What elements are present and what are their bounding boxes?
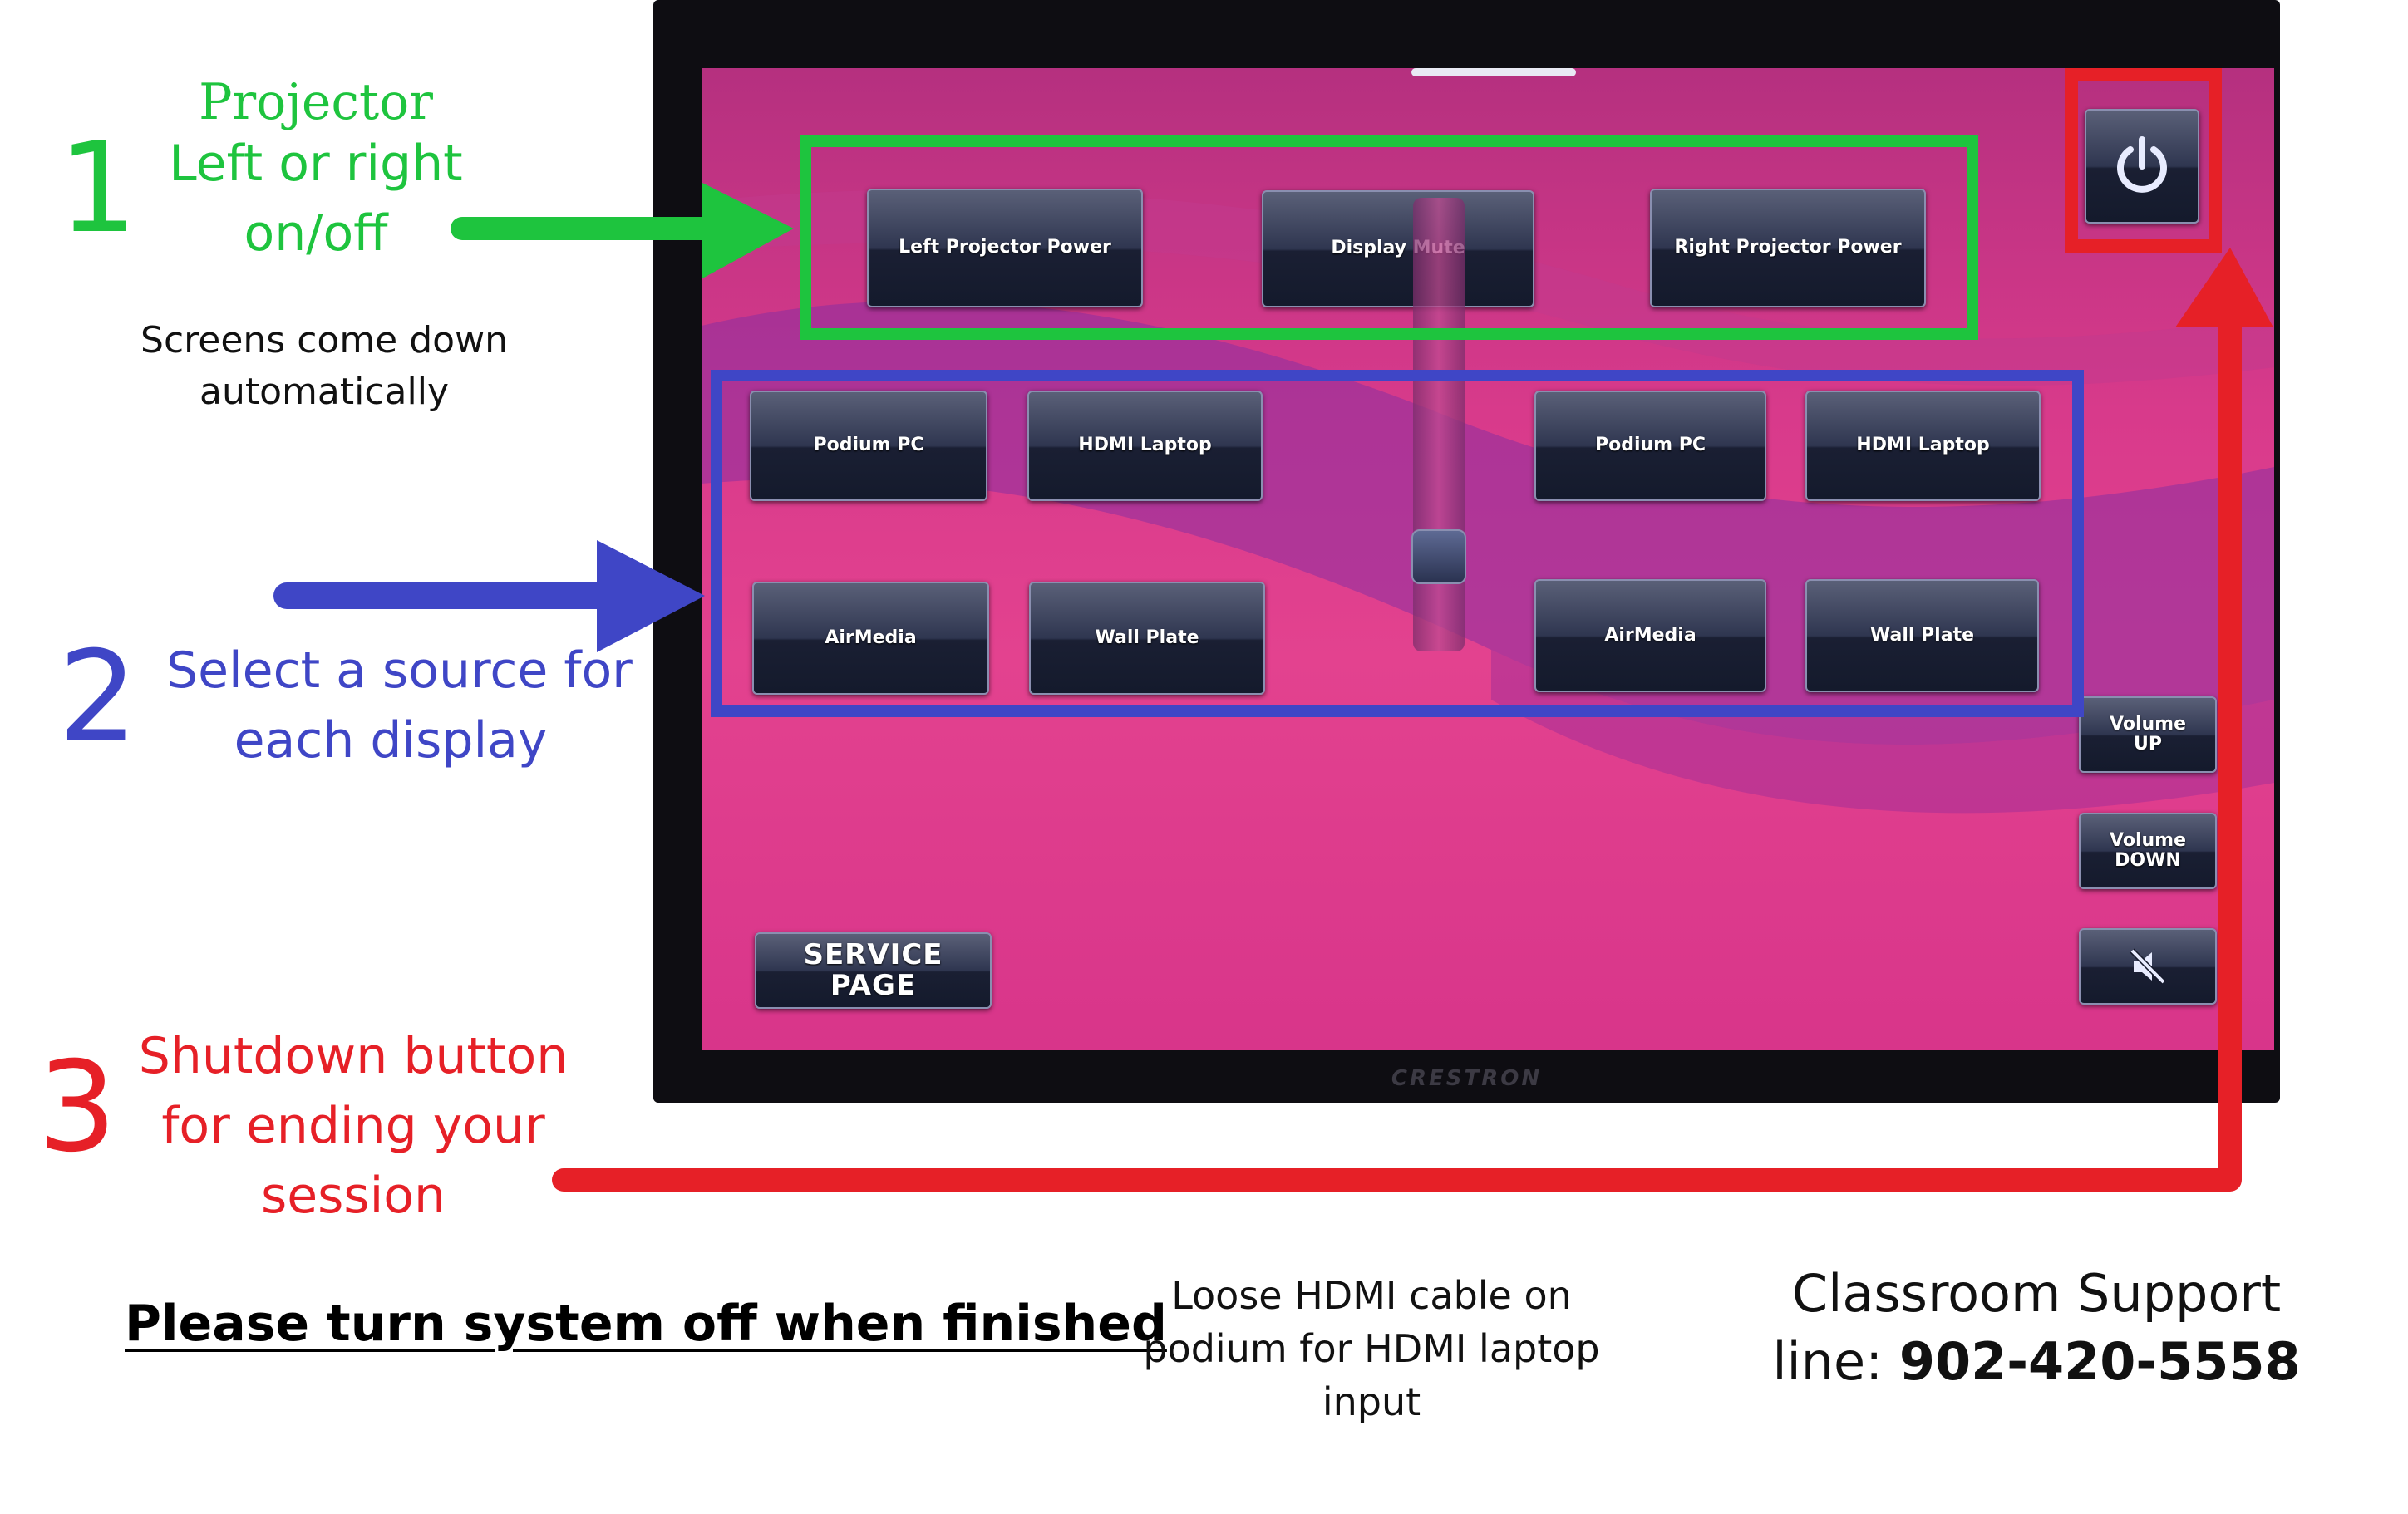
top-handle-bar <box>1411 68 1576 76</box>
projector-controls-highlight <box>800 135 1978 340</box>
brand-logo: CRESTRON <box>1391 1066 1543 1091</box>
source-selection-highlight <box>711 370 2084 717</box>
shutdown-power-button[interactable] <box>2085 109 2199 224</box>
left-source-airmedia-button[interactable]: AirMedia <box>752 582 989 695</box>
volume-down-button[interactable]: Volume DOWN <box>2079 813 2217 889</box>
speaker-muted-icon <box>2130 948 2166 985</box>
step-1-line2: on/off <box>244 204 388 263</box>
step-3-line1: Shutdown button <box>138 1027 569 1085</box>
service-page-label-line2: PAGE <box>830 969 917 1002</box>
turn-off-reminder: Please turn system off when finished <box>125 1295 1167 1353</box>
step-1-line1: Left or right <box>169 135 463 193</box>
step-1-number: 1 <box>58 116 138 261</box>
volume-down-label-line2: DOWN <box>2115 850 2181 871</box>
right-source-wall-plate-button[interactable]: Wall Plate <box>1805 579 2039 692</box>
red-arrow-path <box>552 279 2242 1192</box>
step-3-number: 3 <box>37 1035 117 1180</box>
hdmi-note-line3: input <box>1322 1379 1421 1424</box>
support-line2: line: 902-420-5558 <box>1762 1331 2311 1392</box>
screens-note-line2: automatically <box>199 371 449 413</box>
blue-arrow-head <box>597 540 705 652</box>
hdmi-note-line1: Loose HDMI cable on <box>1171 1273 1572 1318</box>
green-arrow-head <box>702 183 794 278</box>
step-3-line3: session <box>260 1167 446 1225</box>
volume-up-label-line2: UP <box>2134 734 2162 755</box>
power-icon <box>2117 136 2167 193</box>
volume-slider-knob[interactable] <box>1411 529 1466 584</box>
step-3-line2: for ending your <box>161 1097 545 1155</box>
step-2-number: 2 <box>58 625 138 769</box>
support-phone-number: 902-420-5558 <box>1898 1331 2301 1392</box>
left-source-wall-plate-button[interactable]: Wall Plate <box>1029 582 1265 695</box>
hdmi-note-line2: podium for HDMI laptop <box>1143 1326 1600 1371</box>
red-arrow-head <box>2175 248 2273 327</box>
left-source-hdmi-laptop-button[interactable]: HDMI Laptop <box>1027 391 1263 501</box>
mute-audio-button[interactable] <box>2079 928 2217 1005</box>
right-source-hdmi-laptop-button[interactable]: HDMI Laptop <box>1805 391 2041 501</box>
step-2-line2: each display <box>234 711 548 769</box>
step-1-title: Projector <box>199 73 433 131</box>
right-source-podium-pc-button[interactable]: Podium PC <box>1534 391 1766 501</box>
left-source-podium-pc-button[interactable]: Podium PC <box>750 391 987 501</box>
right-projector-power-button[interactable]: Right Projector Power <box>1650 189 1926 307</box>
service-page-button[interactable]: SERVICE PAGE <box>755 932 992 1009</box>
screens-note-line1: Screens come down <box>140 319 508 361</box>
volume-down-label-line1: Volume <box>2110 829 2186 851</box>
step-2-line1: Select a source for <box>166 641 633 700</box>
volume-up-button[interactable]: Volume UP <box>2079 696 2217 773</box>
right-source-airmedia-button[interactable]: AirMedia <box>1534 579 1766 692</box>
support-line1: Classroom Support <box>1791 1263 2282 1324</box>
left-projector-power-button[interactable]: Left Projector Power <box>867 189 1143 307</box>
shutdown-highlight <box>2065 68 2222 253</box>
service-page-label-line1: SERVICE <box>803 937 943 971</box>
support-prefix: line: <box>1772 1331 1899 1392</box>
volume-up-label-line1: Volume <box>2110 713 2186 735</box>
